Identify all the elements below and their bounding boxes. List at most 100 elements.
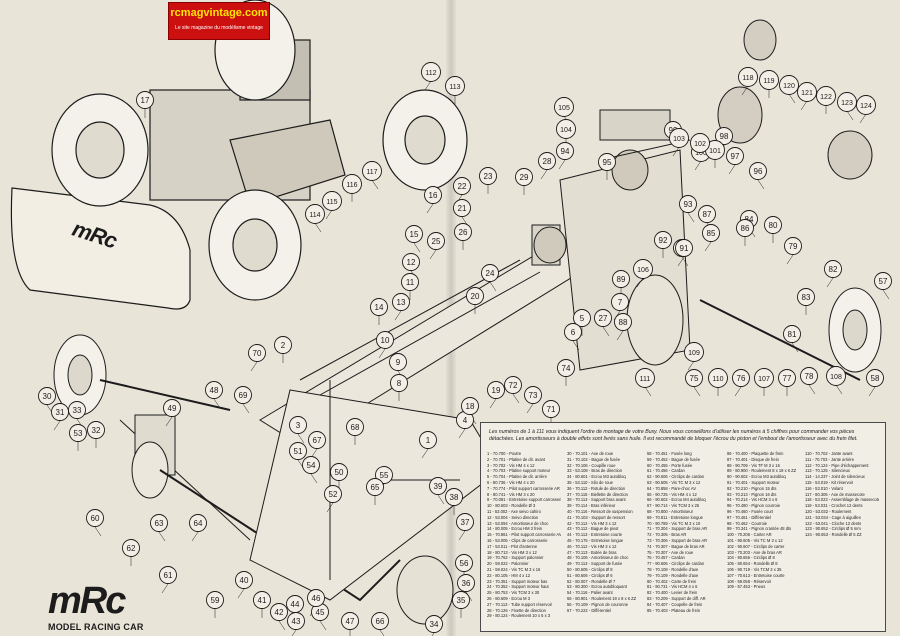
parts-list-entry: 123 - 90.652 - Circlips Ø 5 mm bbox=[805, 526, 861, 532]
part-callout: 21 bbox=[453, 199, 471, 217]
part-callout: 9 bbox=[389, 353, 407, 371]
callout-circle bbox=[557, 359, 575, 377]
callout-number: 11 bbox=[406, 278, 415, 287]
leader-line bbox=[741, 85, 749, 96]
part-callout: 123 bbox=[837, 92, 857, 112]
leader-line bbox=[826, 277, 834, 288]
leader-line bbox=[237, 588, 245, 599]
parts-list-entry: 27 - 70.113 - Tube support réservoir bbox=[487, 601, 553, 607]
leader-line bbox=[835, 384, 843, 395]
callout-circle bbox=[783, 325, 801, 343]
part-callout: 25 bbox=[427, 232, 445, 250]
part-callout: 33 bbox=[68, 401, 86, 419]
callout-number: 14 bbox=[375, 303, 384, 312]
callout-number: 111 bbox=[640, 376, 651, 383]
front-knuckle-wheel-illustration bbox=[396, 555, 454, 625]
parts-list-entry: 12 - 53.004 - Seivo direction bbox=[487, 514, 539, 520]
callout-circle bbox=[797, 288, 815, 306]
callout-circle bbox=[856, 95, 876, 115]
part-callout: 64 bbox=[189, 514, 207, 532]
callout-circle bbox=[826, 366, 846, 386]
leader-line bbox=[394, 310, 402, 321]
part-callout: 76 bbox=[732, 369, 750, 387]
parts-list-entry: 71 - 70.304 - Support de bras AR bbox=[647, 526, 708, 532]
callout-circle bbox=[784, 237, 802, 255]
callout-number: 83 bbox=[802, 293, 811, 302]
part-callout: 65 bbox=[366, 478, 384, 496]
parts-list-entry: 83 - 70.209 - Support de diff. AR bbox=[647, 595, 706, 601]
callout-number: 65 bbox=[371, 483, 380, 492]
parts-list-entry: 26 - 80.609 - Ecrou M 3 bbox=[487, 595, 531, 601]
parts-list-entry: 111 - 70.703 - Jante arrière bbox=[805, 456, 855, 462]
callout-circle bbox=[424, 186, 442, 204]
part-callout: 72 bbox=[504, 376, 522, 394]
callout-circle bbox=[454, 223, 472, 241]
callout-circle bbox=[479, 167, 497, 185]
callout-circle bbox=[481, 264, 499, 282]
callout-number: 29 bbox=[520, 173, 529, 182]
callout-circle bbox=[453, 177, 471, 195]
callout-number: 108 bbox=[830, 374, 842, 381]
part-callout: 38 bbox=[445, 488, 463, 506]
part-callout: 27 bbox=[594, 309, 612, 327]
part-callout: 122 bbox=[816, 86, 836, 106]
callout-circle bbox=[874, 272, 892, 290]
parts-list-entry: 92 - 70.210 - Pignon 15 dts bbox=[727, 485, 777, 491]
callout-number: 16 bbox=[429, 191, 438, 200]
callout-number: 124 bbox=[860, 103, 872, 110]
parts-list-entry: 35 - 53.110 - Silo de roue bbox=[567, 479, 613, 485]
mrc-logo: mRc MODEL RACING CAR bbox=[48, 582, 158, 632]
callout-number: 5 bbox=[580, 314, 585, 323]
callout-circle bbox=[122, 539, 140, 557]
callout-circle bbox=[685, 369, 703, 387]
callout-number: 110 bbox=[712, 376, 723, 383]
part-callout: 58 bbox=[866, 369, 884, 387]
callout-number: 72 bbox=[509, 381, 518, 390]
parts-list-entry: 1 - 70.700 - Poutre bbox=[487, 451, 522, 456]
parts-list-entry: 38 - 70.113 - Support bras avant bbox=[567, 497, 626, 503]
leader-line bbox=[694, 160, 702, 171]
callout-number: 56 bbox=[460, 559, 469, 568]
parts-list-entry: 101 - 90.605 - Vis TC M 3 x 12 bbox=[727, 537, 783, 543]
callout-circle bbox=[189, 514, 207, 532]
callout-circle bbox=[524, 386, 542, 404]
callout-number: 122 bbox=[820, 94, 832, 101]
parts-list-entry: 7 - 70.774 - Pilot support carrosserie A… bbox=[487, 485, 560, 491]
part-callout: 18 bbox=[461, 397, 479, 415]
part-callout: 16 bbox=[424, 186, 442, 204]
part-callout: 93 bbox=[679, 195, 697, 213]
parts-list-entry: 2 - 70.701 - Platine de dir. avant bbox=[487, 456, 546, 462]
callout-circle bbox=[466, 287, 484, 305]
callout-circle bbox=[684, 342, 704, 362]
callout-number: 1 bbox=[426, 436, 431, 445]
callout-circle bbox=[445, 76, 465, 96]
parts-list-entry: 65 - 90.725 - Vis HM 4 x 12 bbox=[647, 491, 697, 497]
callout-circle bbox=[371, 612, 389, 630]
leader-line bbox=[314, 222, 322, 233]
part-callout: 50 bbox=[330, 463, 348, 481]
parts-list-entry: 69 - 70.811 - Entretoise longue bbox=[647, 514, 703, 520]
callout-number: 116 bbox=[346, 182, 357, 189]
callout-number: 31 bbox=[56, 408, 65, 417]
parts-list-entry: 87 - 70.401 - Disque de frein bbox=[727, 456, 779, 462]
front-left-tire-illustration bbox=[51, 93, 149, 207]
parts-list-entry: 104 - 90.656 - Circlips Ø 8 bbox=[727, 555, 775, 561]
callout-number: 52 bbox=[329, 490, 338, 499]
callout-circle bbox=[698, 205, 716, 223]
leader-line bbox=[512, 393, 520, 404]
site-banner[interactable]: rcmagvintage.com Le site magazine du mod… bbox=[168, 2, 270, 40]
callout-number: 101 bbox=[709, 148, 721, 155]
part-callout: 73 bbox=[524, 386, 542, 404]
part-callout: 103 bbox=[669, 128, 689, 148]
parts-list-entry: 70 - 90.789 - Vis TC M 3 x 10 bbox=[647, 520, 701, 526]
callout-circle bbox=[307, 589, 325, 607]
parts-list-entry: 76 - 70.457 - Cardan bbox=[647, 555, 685, 561]
callout-number: 77 bbox=[783, 374, 792, 383]
callout-circle bbox=[390, 374, 408, 392]
part-callout: 2 bbox=[274, 336, 292, 354]
callout-circle bbox=[322, 191, 342, 211]
part-callout: 56 bbox=[455, 554, 473, 572]
